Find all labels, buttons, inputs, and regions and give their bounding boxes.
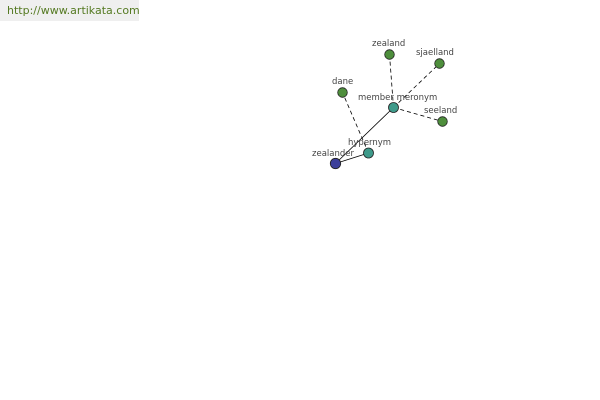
graph-nodes xyxy=(329,49,448,170)
node-seeland[interactable] xyxy=(437,116,448,127)
node-label-sjaelland: sjaelland xyxy=(416,48,454,58)
site-url-link[interactable]: http://www.artikata.com xyxy=(0,0,140,21)
edge-member-meronym-to-seeland xyxy=(393,107,443,122)
node-label-seeland: seeland xyxy=(424,106,457,116)
node-label-zealander: zealander xyxy=(312,149,354,159)
edge-member-meronym-to-sjaelland xyxy=(393,63,440,108)
node-label-zealand: zealand xyxy=(372,39,405,49)
edge-member-meronym-to-zealand xyxy=(389,54,394,108)
node-dane[interactable] xyxy=(337,87,348,98)
graph-edges xyxy=(335,54,443,164)
node-zealander[interactable] xyxy=(329,157,342,170)
node-label-hypernym: hypernym xyxy=(348,138,391,148)
node-label-member-meronym: member meronym xyxy=(358,93,437,103)
edge-hypernym-to-dane xyxy=(342,92,369,154)
node-label-dane: dane xyxy=(332,77,353,87)
node-hypernym[interactable] xyxy=(363,147,374,159)
node-member-meronym[interactable] xyxy=(388,102,399,113)
edge-zealander-to-hypernym xyxy=(335,152,369,164)
edge-zealander-to-member-meronym xyxy=(335,107,394,164)
node-zealand[interactable] xyxy=(384,49,395,60)
node-sjaelland[interactable] xyxy=(434,58,445,69)
